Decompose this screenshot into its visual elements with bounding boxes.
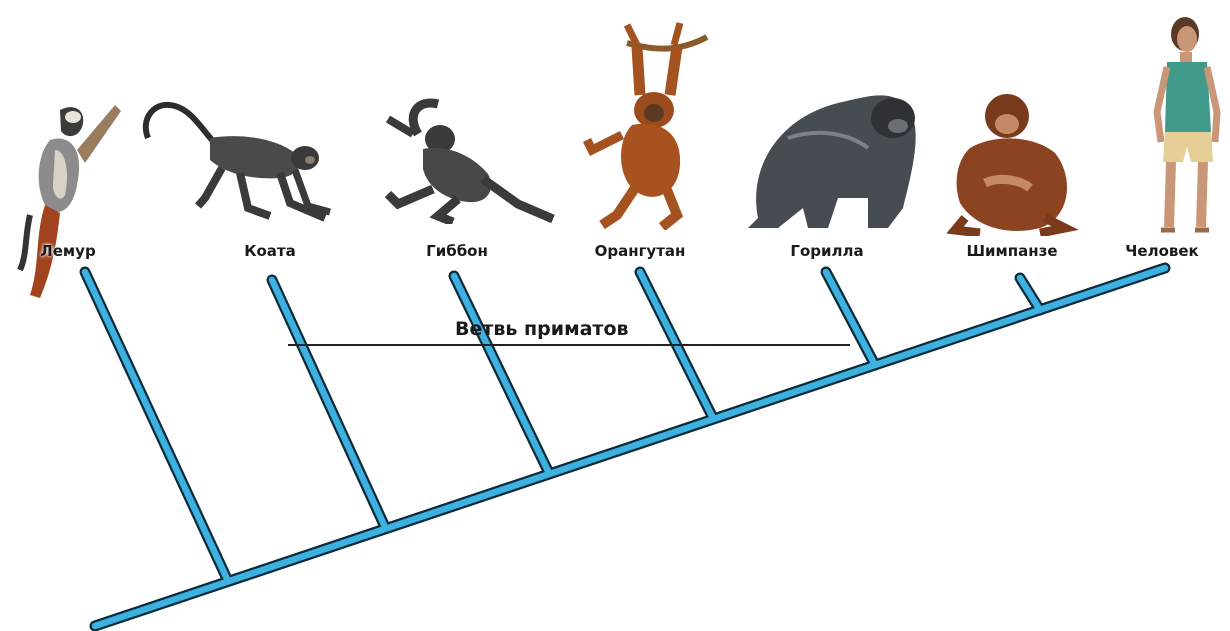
- gorilla-illustration: [728, 68, 923, 233]
- species-label-chimpanzee: Шимпанзе: [966, 239, 1057, 263]
- clade-title: Ветвь приматов: [455, 314, 629, 344]
- branch-gibbon: [454, 276, 548, 471]
- species-label-orangutan: Орангутан: [595, 239, 686, 263]
- koata-illustration: [130, 98, 340, 226]
- branch-chimpanzee: [1020, 278, 1040, 310]
- branch-lemur: [85, 272, 228, 581]
- gibbon-illustration: [378, 94, 558, 224]
- orangutan-illustration: [582, 15, 717, 230]
- species-label-human: Человек: [1125, 239, 1198, 263]
- lemur-illustration: [15, 95, 130, 300]
- chimpanzee-illustration: [945, 88, 1080, 236]
- clade-underline: [288, 344, 850, 346]
- species-label-gibbon: Гиббон: [426, 239, 488, 263]
- trunk-branch: [95, 268, 1165, 626]
- human-illustration: [1135, 12, 1230, 237]
- branch-koata: [272, 280, 385, 527]
- species-label-koata: Коата: [244, 239, 296, 263]
- species-label-gorilla: Горилла: [790, 239, 863, 263]
- species-label-lemur: Лемур: [40, 239, 95, 263]
- branch-gorilla: [826, 272, 875, 365]
